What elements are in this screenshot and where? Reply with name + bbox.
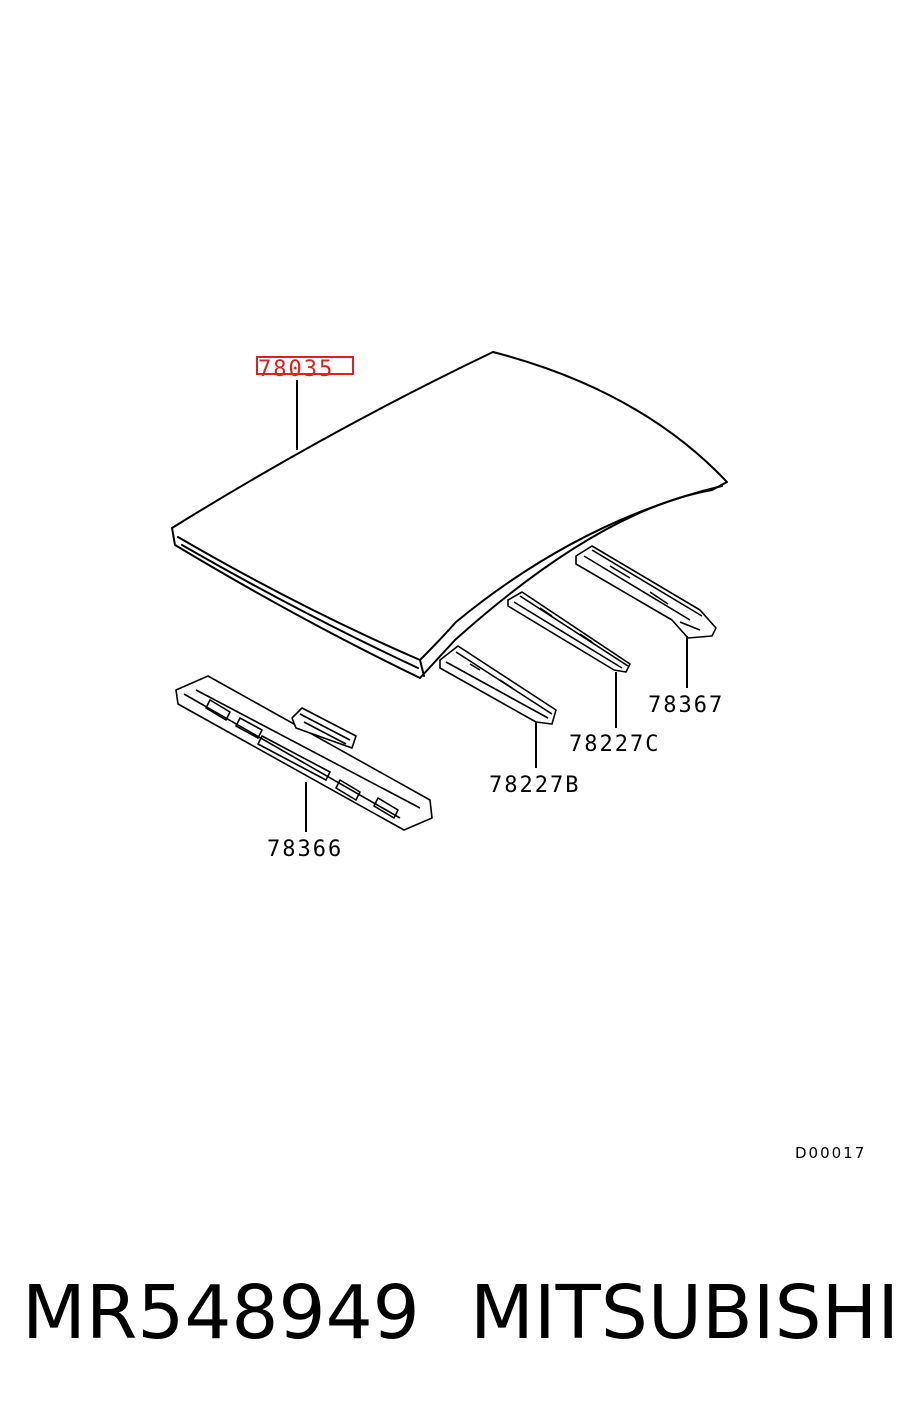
- footer-part-number: MR548949: [22, 1270, 420, 1356]
- roof-bow-c-drawing: [507, 591, 631, 673]
- rear-crossmember-drawing: [575, 545, 717, 639]
- callout-78227b[interactable]: 78227B: [489, 773, 580, 798]
- leader-lines: [296, 380, 688, 832]
- drawing-code: D00017: [795, 1144, 866, 1162]
- roof-panel-drawing: [171, 351, 728, 679]
- roof-bow-b-drawing: [439, 645, 557, 725]
- callout-78035[interactable]: 78035: [258, 357, 334, 382]
- callout-highlight-box: [256, 356, 354, 375]
- callout-78227c[interactable]: 78227C: [569, 732, 660, 757]
- front-header-drawing: [175, 675, 433, 831]
- callout-78367[interactable]: 78367: [648, 693, 724, 718]
- callout-78366[interactable]: 78366: [267, 837, 343, 862]
- footer: MR548949 MITSUBISHI: [0, 1268, 909, 1358]
- footer-brand: MITSUBISHI: [470, 1270, 900, 1356]
